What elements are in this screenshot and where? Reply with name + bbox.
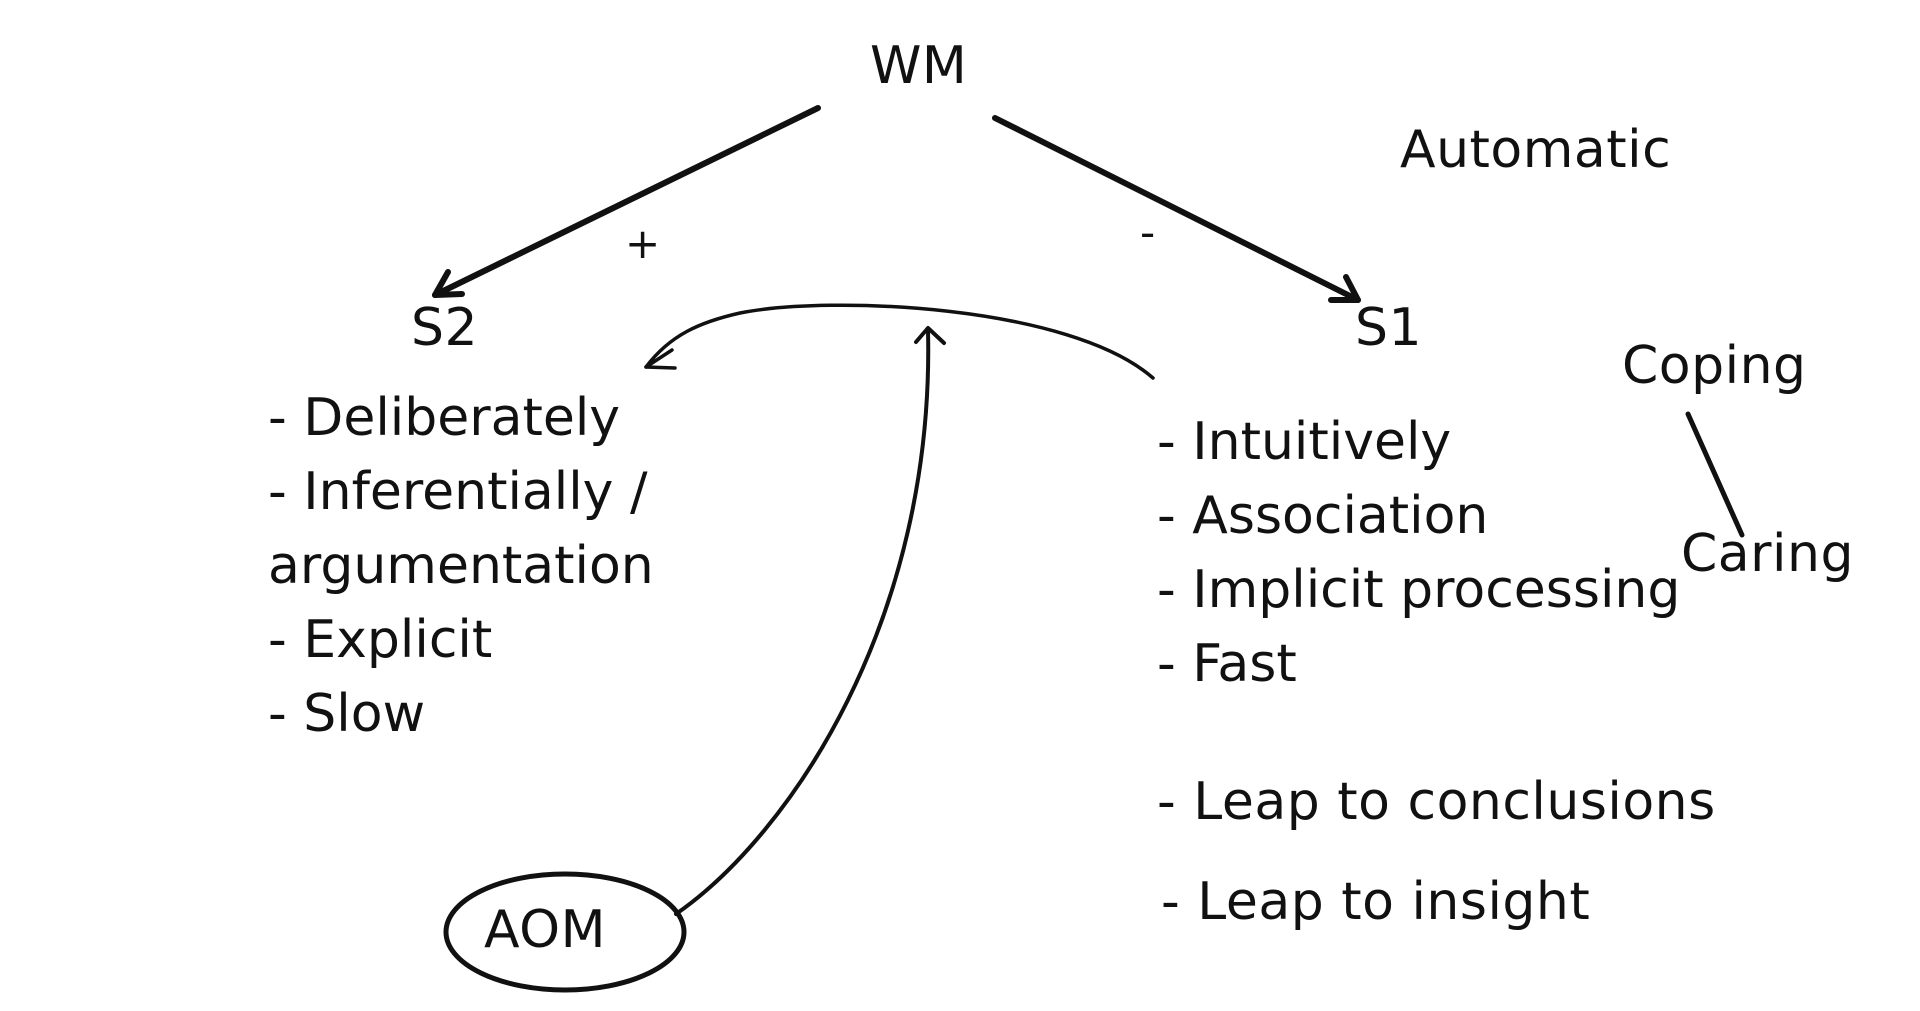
arrow-wm-to-s1 — [992, 115, 1361, 303]
s2-item-inferentially: - Inferentially / — [268, 462, 648, 522]
edge-sign-plus: + — [625, 219, 661, 268]
s1-attribute-list: - Intuitively - Association - Implicit p… — [1157, 405, 1680, 701]
s2-item-slow: - Slow — [268, 684, 426, 744]
edge-sign-minus: - — [1140, 208, 1156, 257]
node-s1: S1 — [1355, 298, 1423, 358]
arc-s1-to-s2 — [644, 303, 1155, 380]
s1-item-leap-to-insight: - Leap to insight — [1161, 872, 1591, 932]
s2-attribute-list: - Deliberately - Inferentially / argumen… — [268, 381, 654, 751]
s1-item-implicit-processing: - Implicit processing — [1157, 560, 1681, 620]
arrow-wm-to-s2 — [432, 105, 821, 298]
node-aom: AOM — [484, 900, 606, 960]
s1-item-leap-to-conclusions: - Leap to conclusions — [1157, 772, 1716, 832]
arrow-aom-to-arc — [674, 328, 931, 916]
node-wm: WM — [870, 36, 968, 96]
node-automatic: Automatic — [1400, 120, 1672, 180]
arrowhead-aom — [914, 326, 946, 345]
s1-item-fast: - Fast — [1157, 634, 1297, 694]
s2-item-deliberately: - Deliberately — [268, 388, 621, 448]
s1-item-association: - Association — [1157, 486, 1489, 546]
arrowhead-s2 — [432, 269, 465, 298]
node-caring: Caring — [1681, 524, 1854, 584]
arrowhead-arc — [644, 348, 677, 370]
s1-item-intuitively: - Intuitively — [1157, 412, 1452, 472]
s2-item-explicit: - Explicit — [268, 610, 493, 670]
arrowhead-s1 — [1328, 274, 1361, 303]
coping-caring-line — [1685, 411, 1745, 538]
node-coping: Coping — [1622, 336, 1807, 396]
aom-ellipse — [443, 871, 687, 993]
node-s2: S2 — [411, 298, 479, 358]
s2-item-argumentation: argumentation — [268, 536, 654, 596]
